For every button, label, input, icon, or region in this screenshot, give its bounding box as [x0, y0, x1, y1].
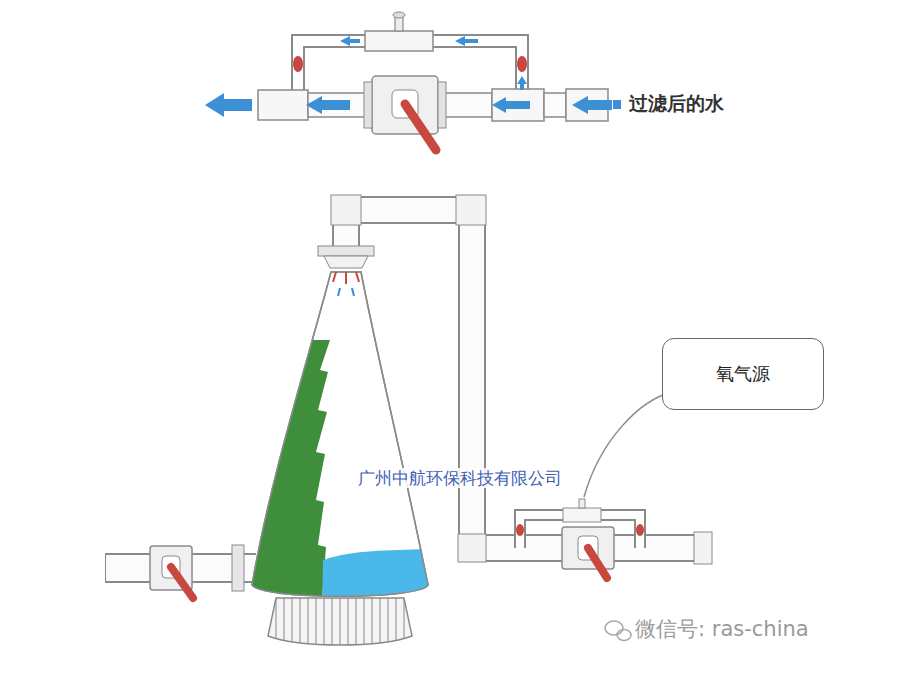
- cone-body-part: [252, 272, 428, 596]
- spray-nozzle: [318, 246, 374, 296]
- watermark: 微信号: ras-china: [633, 617, 811, 642]
- spray-nozzle-part: [338, 288, 354, 296]
- wechat-icon-part: [605, 621, 623, 635]
- left-outlet-pipe: [105, 545, 256, 598]
- spray-nozzle-part-part: [352, 288, 354, 296]
- oxygen-leader-line: [584, 392, 672, 497]
- return-pipe-part: [346, 210, 712, 548]
- spray-nozzle-part: [333, 272, 359, 284]
- left-outlet-pipe-part: [232, 545, 244, 591]
- bottom-injector-assembly-part: [694, 532, 712, 564]
- spray-nozzle-part-part: [345, 272, 347, 284]
- cone-skirt-part: [268, 598, 412, 645]
- return-pipe-part: [458, 534, 486, 562]
- bottom-injector-assembly-part: [516, 524, 524, 536]
- wechat-icon: [605, 621, 631, 641]
- left-outlet-pipe-part: [171, 567, 193, 598]
- spray-nozzle-part-part: [338, 288, 340, 296]
- spray-nozzle-part-part: [333, 272, 336, 282]
- flow-arrows-part: [306, 96, 350, 114]
- flow-arrows-part: [613, 100, 621, 109]
- cone-body: [200, 272, 440, 610]
- watermark: 广州中航环保科技有限公司: [356, 468, 564, 488]
- top-main-pipe-part: [492, 89, 544, 121]
- top-main-pipe-part: [440, 93, 492, 117]
- top-main-pipe-part: [438, 82, 446, 128]
- top-main-pipe-part: [364, 82, 372, 128]
- flow-arrows-part: [492, 97, 530, 113]
- spray-nozzle-part: [318, 246, 374, 256]
- top-main-pipe: [258, 76, 608, 150]
- return-pipe: [331, 195, 712, 562]
- wechat-icon-part: [617, 630, 631, 641]
- cone-body-part-part: [200, 340, 330, 600]
- inlet-label: 过滤后的水: [627, 92, 726, 115]
- top-main-pipe-part: [405, 104, 436, 150]
- top-main-pipe-part: [544, 93, 566, 117]
- top-bypass-line-part: [293, 56, 303, 72]
- return-pipe-part: [456, 195, 486, 225]
- bottom-injector-assembly-part: [636, 524, 644, 536]
- spray-nozzle-part-part: [356, 272, 359, 282]
- bottom-injector-assembly-part: [579, 499, 585, 508]
- callout-label: 氧气源: [716, 362, 770, 386]
- return-pipe-part: [331, 195, 361, 225]
- callout-box: 氧气源: [662, 338, 824, 410]
- bottom-injector-assembly-part: [563, 508, 601, 522]
- flow-arrows-part: [572, 96, 612, 114]
- flow-arrows-part: [455, 36, 478, 46]
- oxygen-leader-line-part: [584, 392, 672, 497]
- bottom-injector-assembly-part: [588, 548, 607, 578]
- top-main-pipe-part: [258, 90, 308, 120]
- top-bypass-line-part: [395, 17, 403, 31]
- top-bypass-line-part: [393, 12, 405, 18]
- bottom-injector-assembly: [516, 499, 712, 578]
- flow-arrows-part: [517, 76, 527, 90]
- flow-arrows-part: [205, 93, 252, 117]
- return-pipe-part: [346, 210, 711, 548]
- top-bypass-line-part: [365, 31, 433, 51]
- spray-nozzle-part: [324, 256, 368, 268]
- cone-skirt: [268, 598, 412, 645]
- flow-arrows-part: [340, 36, 360, 46]
- flow-arrows: [205, 36, 621, 117]
- top-bypass-line-part: [517, 56, 527, 72]
